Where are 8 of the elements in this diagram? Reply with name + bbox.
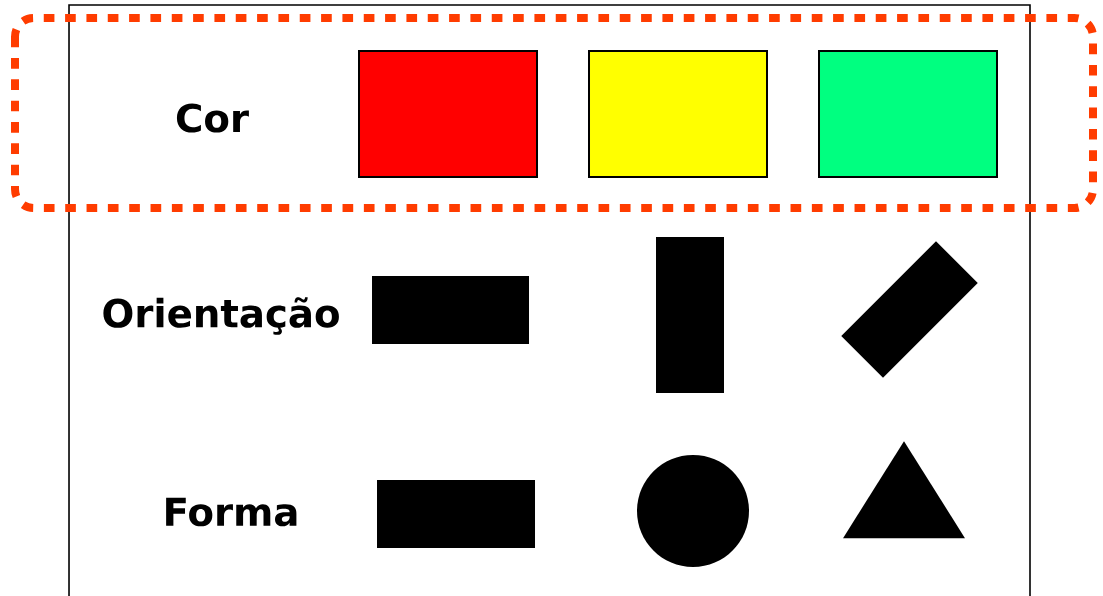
circle-shape xyxy=(637,455,749,567)
bar-shape xyxy=(377,480,535,548)
triangle-shape xyxy=(843,441,965,539)
bar-shape xyxy=(656,237,724,393)
row-label: Cor xyxy=(176,103,249,133)
bar-shape xyxy=(841,241,978,378)
row-label: Forma xyxy=(166,497,297,527)
bar-shape xyxy=(372,276,529,344)
